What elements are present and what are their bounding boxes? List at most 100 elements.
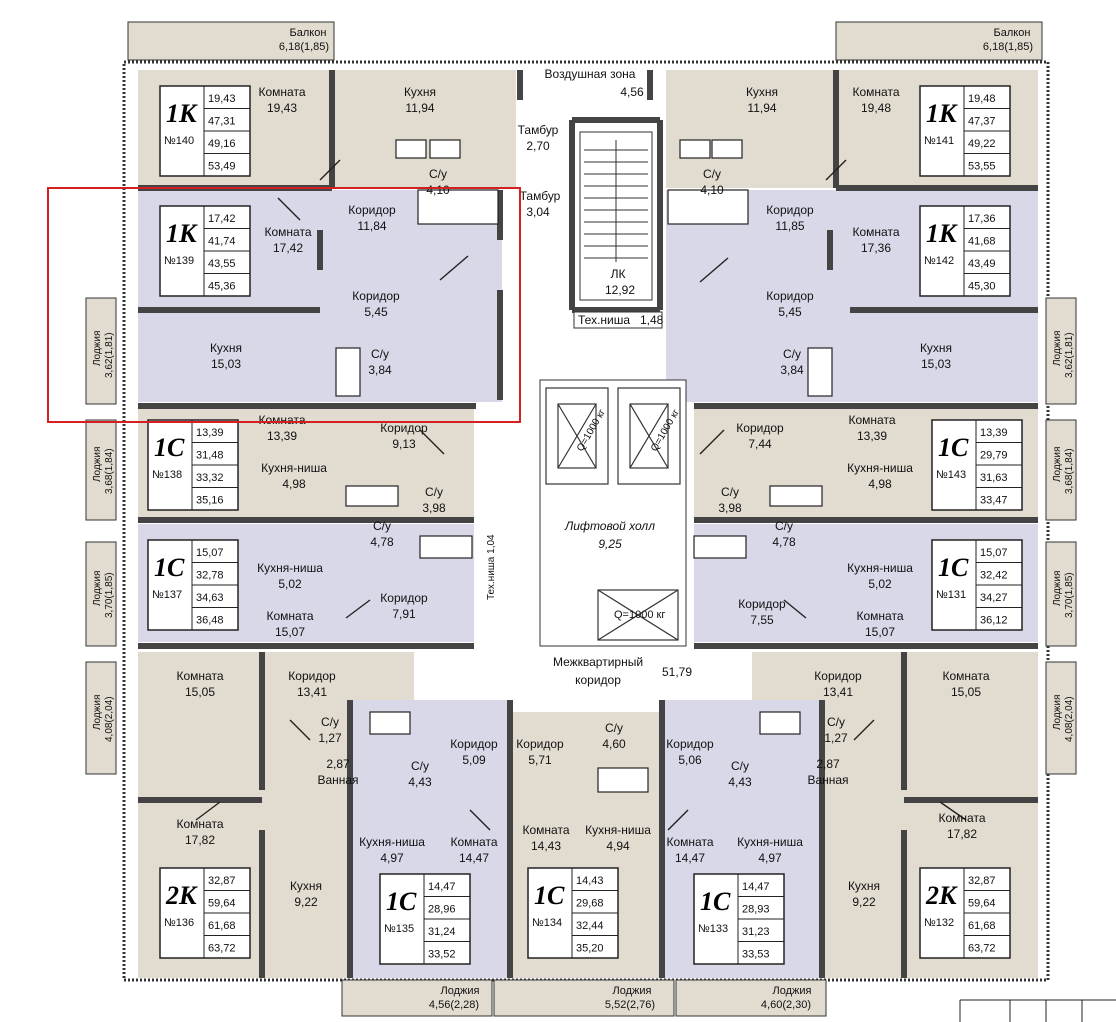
apartment-area: 32,78 [196, 570, 224, 582]
svg-text:Лоджия3,68(1,84): Лоджия3,68(1,84) [92, 447, 115, 494]
apartment-area: 15,07 [980, 547, 1008, 559]
apartment-type: 1С [938, 553, 969, 582]
apartment-area: 36,48 [196, 615, 224, 627]
svg-text:Лоджия3,62(1,81): Лоджия3,62(1,81) [1052, 331, 1075, 378]
apartment-number: №136 [164, 917, 194, 929]
staircase [579, 131, 653, 301]
apartment-number: №132 [924, 917, 954, 929]
apartment-type: 1С [700, 887, 731, 916]
svg-text:Лоджия4,56(2,28): Лоджия4,56(2,28) [429, 985, 480, 1011]
loggia-labels: Лоджия3,62(1,81) Лоджия3,68(1,84) Лоджия… [92, 331, 1075, 1011]
apartment-number: №142 [924, 255, 954, 267]
apartment-area: 34,63 [196, 592, 224, 604]
apartment-number: №138 [152, 469, 182, 481]
apartment-area: 14,43 [576, 875, 604, 887]
apartment-area: 19,43 [208, 93, 236, 105]
apartment-area: 17,42 [208, 213, 236, 225]
svg-text:Лоджия4,08(2,04): Лоджия4,08(2,04) [92, 695, 115, 742]
apartment-number: №141 [924, 135, 954, 147]
apartment-type: 1К [926, 219, 958, 248]
common-corridor-area: 51,79 [662, 665, 692, 679]
apartment-type: 1К [166, 99, 198, 128]
apartment-area: 41,68 [968, 236, 996, 248]
apartment-area: 31,63 [980, 472, 1008, 484]
apartment-area: 36,12 [980, 615, 1008, 627]
apartment-number: №143 [936, 469, 966, 481]
apartment-number: №137 [152, 589, 182, 601]
apartment-number: №134 [532, 917, 562, 929]
apartment-type: 1К [166, 219, 198, 248]
apartment-area: 41,74 [208, 236, 236, 248]
apartment-area: 49,22 [968, 138, 996, 150]
apartment-area: 14,47 [742, 881, 770, 893]
apartment-area: 59,64 [968, 898, 996, 910]
apartment-area: 53,55 [968, 161, 996, 173]
svg-text:Лоджия3,70(1,85): Лоджия3,70(1,85) [92, 571, 115, 618]
svg-text:Лоджия3,62(1,81): Лоджия3,62(1,81) [92, 331, 115, 378]
apartment-area: 33,32 [196, 472, 224, 484]
elevators [545, 387, 681, 641]
apartment-type: 1С [154, 433, 185, 462]
svg-text:Лоджия3,70(1,85): Лоджия3,70(1,85) [1052, 571, 1075, 618]
apartment-area: 63,72 [208, 943, 236, 955]
apartment-area: 28,93 [742, 904, 770, 916]
apartment-area: 43,49 [968, 258, 996, 270]
apartment-area: 31,23 [742, 926, 770, 938]
highlight-apartment-139 [47, 187, 521, 423]
apartment-area: 45,36 [208, 281, 236, 293]
apartment-area: 35,16 [196, 495, 224, 507]
apartment-type: 2К [925, 881, 958, 910]
apartment-number: №140 [164, 135, 194, 147]
balcony-left [127, 21, 335, 61]
apartment-area: 29,79 [980, 450, 1008, 462]
apartment-type: 1С [938, 433, 969, 462]
apartment-area: 19,48 [968, 93, 996, 105]
apartment-area: 63,72 [968, 943, 996, 955]
apartment-type: 2К [165, 881, 198, 910]
apartment-area: 59,64 [208, 898, 236, 910]
